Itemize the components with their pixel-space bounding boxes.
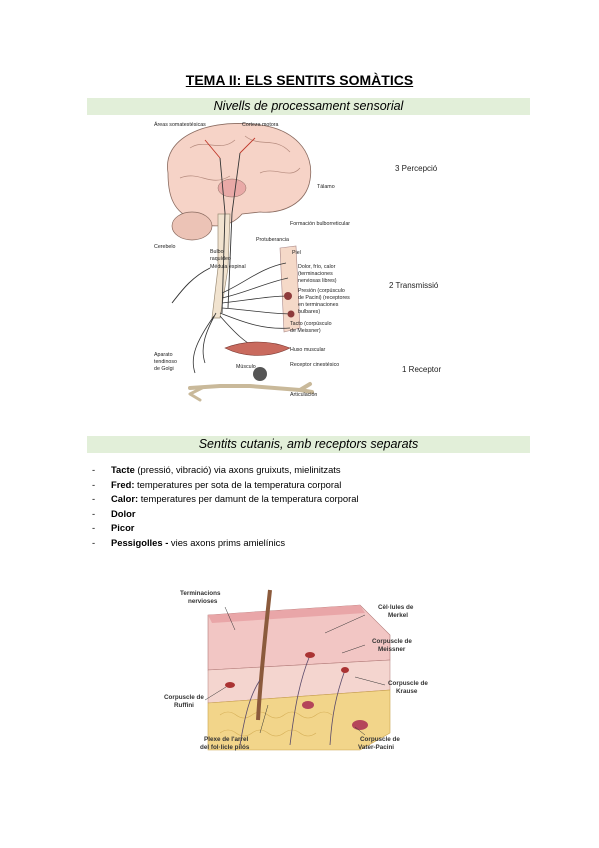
cerebellum-shape [171, 211, 213, 241]
label-pons: Protuberancia [256, 237, 289, 243]
section-heading-cutaneous: Sentits cutanis, amb receptors separats [87, 436, 530, 453]
label-touch-1: Tacto (corpúsculo [290, 321, 332, 327]
stage-transmission: 2 Transmissió [389, 281, 439, 290]
label-pressure-2: de Pacini) (receptores [298, 295, 350, 301]
label-pain-1: Dolor, frío, calor [298, 264, 336, 270]
section-heading-processing: Nivells de processament sensorial [87, 98, 530, 115]
list-item: Calor: temperatures per damunt de la tem… [92, 492, 359, 507]
label-spindle: Huso muscular [290, 347, 326, 353]
label-cerebellum: Cerebelo [154, 244, 176, 250]
label-areas: Áreas somatestésicas [154, 121, 206, 128]
muscle-shape [224, 341, 291, 356]
hair-follicle [256, 589, 272, 721]
skin-receptors-figure: Terminacions nervioses Cèl·lules de Merk… [164, 589, 428, 751]
cutaneous-senses-list: Tacte (pressió, vibració) via axons grui… [92, 463, 359, 551]
label-motor-cortex: Corteza motora [242, 122, 279, 128]
label-plexus-2: del fol·licle pilós [200, 744, 250, 751]
label-reticular: Formación bulborreticular [290, 221, 350, 227]
label-joint: Articulación [290, 392, 317, 398]
label-golgi-2: tendinoso [154, 359, 177, 365]
label-meissner-1: Corpuscle de [372, 638, 412, 645]
page-title: TEMA II: ELS SENTITS SOMÀTICS [185, 72, 414, 88]
label-ruffini-2: Ruffini [174, 702, 194, 709]
label-meissner-2: Meissner [378, 646, 406, 653]
list-item: Pessigolles - vies axons prims amielínic… [92, 536, 359, 551]
label-pressure-1: Presión (corpúsculo [298, 288, 345, 294]
label-krause-1: Corpuscle de [388, 680, 428, 687]
label-touch-2: de Meissner) [290, 328, 321, 334]
label-pressure-3: en terminaciones [298, 302, 339, 308]
label-nerve-endings-1: Terminacions [180, 590, 221, 597]
label-plexus-1: Plexe de l'arrel [204, 736, 248, 743]
label-merkel-1: Cèl·lules de [378, 604, 414, 611]
label-golgi-1: Aparato [154, 352, 173, 358]
list-item: Tacte (pressió, vibració) via axons grui… [92, 463, 359, 478]
label-pressure-4: bulbares) [298, 309, 320, 315]
fat-layer [207, 689, 391, 751]
label-pacini-2: Vater-Pacini [358, 744, 394, 751]
label-bulb-2: raquídeo [210, 256, 231, 262]
stage-perception: 3 Percepció [395, 164, 438, 173]
label-spinal-cord: Médula espinal [210, 264, 246, 270]
label-pacini-1: Corpuscle de [360, 736, 400, 743]
brain-shape [167, 123, 312, 227]
sensory-pathway-figure: Áreas somatestésicas Corteza motora Tála… [154, 121, 350, 402]
list-item: Picor [92, 521, 359, 536]
spinal-cord-shape [211, 213, 231, 319]
label-bulb-1: Bulbo [210, 249, 224, 255]
label-ruffini-1: Corpuscle de [164, 694, 204, 701]
stage-receptor: 1 Receptor [402, 365, 442, 374]
label-pain-3: nerviosas libres) [298, 278, 337, 284]
label-golgi-3: de Golgi [154, 366, 174, 372]
label-merkel-2: Merkel [388, 612, 408, 619]
arm-bone [188, 382, 314, 394]
list-item: Dolor [92, 507, 359, 522]
list-item: Fred: temperatures per sota de la temper… [92, 478, 359, 493]
skin-strip [279, 245, 301, 333]
label-kinesthetic: Receptor cinestésico [290, 362, 339, 368]
label-skin: Piel [292, 250, 301, 256]
label-thalamus: Tálamo [317, 184, 335, 190]
label-pain-2: (terminaciones [298, 271, 333, 277]
label-muscle: Músculo [236, 364, 256, 370]
label-nerve-endings-2: nervioses [188, 598, 218, 605]
label-krause-2: Krause [396, 688, 418, 695]
